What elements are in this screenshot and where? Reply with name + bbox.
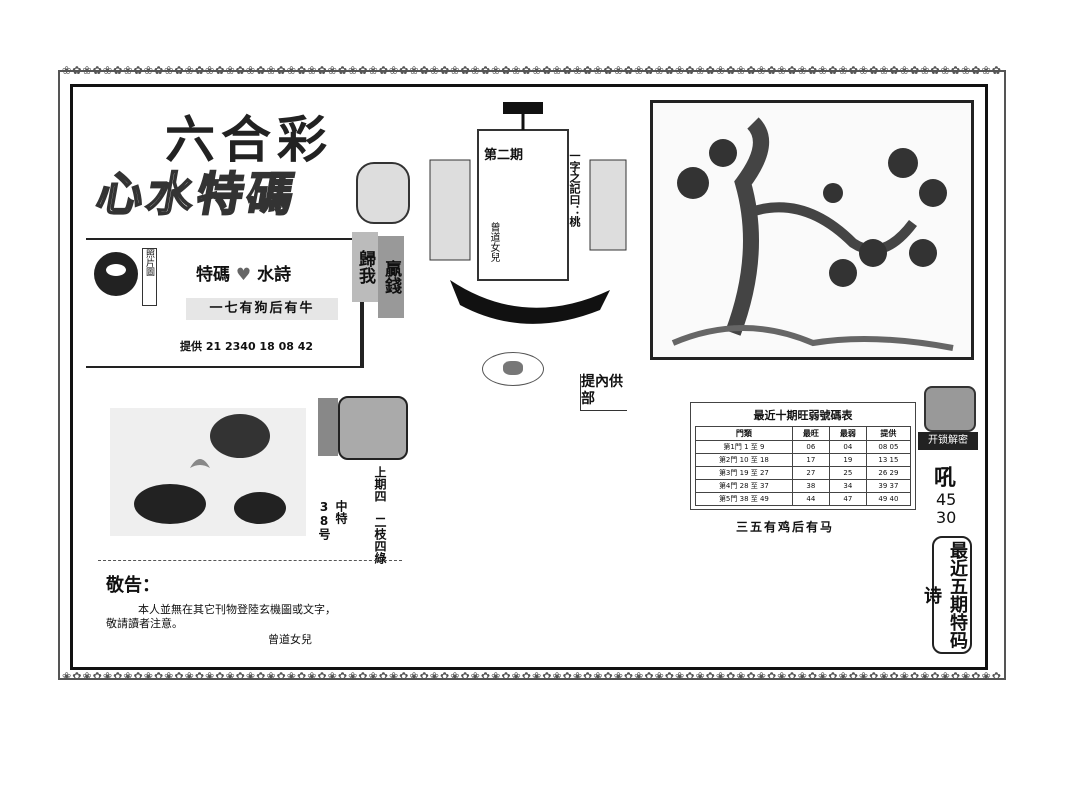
page-title: 六合彩 (165, 110, 333, 169)
notice-line-1: 本人並無在其它刊物登陸玄機圖或文字， (138, 603, 336, 616)
roar-char: 吼 (934, 466, 957, 491)
number-b: 30 (936, 508, 957, 527)
poem-heading-a: 特碼 (196, 265, 230, 285)
side-text-a: 贏錢 (378, 236, 404, 318)
key-icon (924, 386, 976, 432)
notice-box: 敬告： 本人並無在其它刊物登陸玄機圖或文字， 敬請讀者注意。 曾道女兒 (98, 560, 402, 657)
hit-number: 中特38号 (317, 500, 348, 540)
ship-issue: 第二期 (484, 148, 524, 163)
ship-signature: 曾道女兒 (488, 222, 499, 262)
number-a: 45 (936, 490, 957, 509)
col-header: 最旺 (791, 426, 830, 441)
lotus-illustration (110, 408, 306, 536)
col-header: 門類 (695, 426, 793, 441)
outer-border (58, 70, 1006, 680)
provide-label: 提供 (180, 340, 202, 353)
poem-box: 照片圖 特碼 ♥ 水詩 一七有狗后有牛 提供 21 2340 18 08 42 (86, 238, 364, 368)
notice-heading: 敬告： (106, 575, 160, 596)
tree-illustration (650, 100, 974, 360)
inner-border (70, 84, 988, 670)
recent-poem-label: 最近五期特码诗 (921, 536, 972, 654)
poem-line: 一七有狗后有牛 (186, 298, 338, 320)
provide-numbers: 21 2340 18 08 42 (205, 340, 314, 353)
page-subtitle: 心水特碼 (92, 166, 304, 222)
side-text-b: 歸我 (352, 232, 378, 302)
bottom-decoration: ❀✿❀✿❀✿❀✿❀✿❀✿❀✿❀✿❀✿❀✿❀✿❀✿❀✿❀✿❀✿❀✿❀✿❀✿❀✿❀✿… (62, 670, 1002, 683)
heart-icon: ♥ (235, 265, 252, 285)
col-header: 最弱 (828, 426, 867, 441)
table-caption: 三五有鸡后有马 (736, 520, 835, 534)
ox-icon (482, 352, 544, 386)
fish-icon (94, 252, 138, 296)
top-decoration: ❀✿❀✿❀✿❀✿❀✿❀✿❀✿❀✿❀✿❀✿❀✿❀✿❀✿❀✿❀✿❀✿❀✿❀✿❀✿❀✿… (62, 64, 1002, 77)
notice-signature: 曾道女兒 (268, 633, 312, 646)
last-issue: 上期四 二枝四綠 (373, 466, 387, 564)
unlock-badge: 开锁解密 (918, 432, 978, 450)
internal-label: 提內供部 (580, 374, 627, 411)
emblem-icon (356, 162, 410, 224)
side-strip (318, 398, 338, 456)
fish-caption: 照片圖 (142, 248, 157, 306)
poem-heading-b: 水詩 (257, 265, 292, 285)
notice-line-2: 敬請讀者注意。 (106, 617, 183, 630)
bird-icon (338, 396, 408, 460)
table-title: 最近十期旺弱號碼表 (753, 409, 853, 422)
ship-sail-text: 一字之記曰：桃 (568, 150, 581, 227)
ship-illustration (420, 100, 630, 340)
col-header: 提供 (865, 426, 912, 441)
